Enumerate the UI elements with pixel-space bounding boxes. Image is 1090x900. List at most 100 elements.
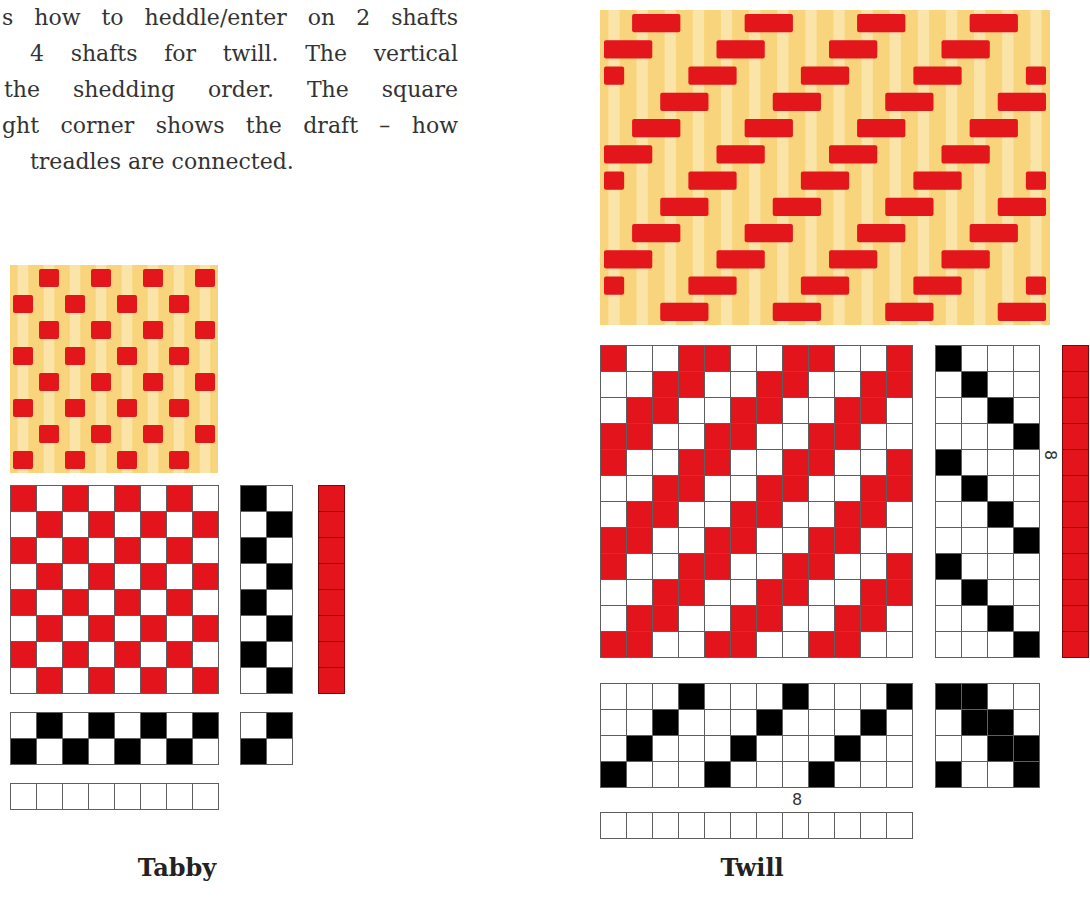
draft-cell [783,398,809,424]
tabby-threading [11,713,219,765]
draft-cell [861,346,887,372]
draft-cell [267,512,293,538]
draft-cell [601,813,627,839]
weft-float [942,250,990,268]
weft-float [801,277,849,295]
weft-float [913,67,961,85]
draft-cell [11,538,37,564]
weft-float [91,373,111,391]
draft-cell [809,372,835,398]
draft-cell [141,713,167,739]
weft-float [801,172,849,190]
repeat-number: 8 [792,791,802,809]
draft-cell [37,538,63,564]
draft-cell [861,813,887,839]
draft-cell [267,564,293,590]
draft-cell [705,450,731,476]
draft-cell [1063,398,1089,424]
intro-text-slot: the shedding order. The square [4,74,458,106]
draft-cell [731,424,757,450]
weft-float [13,399,33,417]
draft-cell [37,486,63,512]
draft-cell [731,346,757,372]
draft-cell [89,616,115,642]
weft-float [91,269,111,287]
draft-cell [601,580,627,606]
draft-cell [887,450,913,476]
draft-cell [835,372,861,398]
draft-cell [167,642,193,668]
draft-cell [679,736,705,762]
draft-cell [241,538,267,564]
draft-cell [757,606,783,632]
draft-cell [1063,424,1089,450]
draft-cell [679,684,705,710]
weft-float [913,277,961,295]
draft-cell [89,784,115,810]
weft-float [13,295,33,313]
draft-cell [319,486,345,512]
draft-cell [241,713,267,739]
draft-cell [757,346,783,372]
warp-thread [1002,10,1013,325]
twill-threading [601,684,913,788]
draft-cell [63,512,89,538]
draft-cell [37,512,63,538]
weft-float [39,373,59,391]
draft-cell [115,590,141,616]
weft-float [717,145,765,163]
draft-cell [757,813,783,839]
repeat-number: 8 [1041,450,1059,460]
draft-cell [809,398,835,424]
draft-cell [1014,424,1040,450]
draft-cell [962,476,988,502]
draft-cell [705,346,731,372]
draft-cell [731,398,757,424]
draft-cell [835,398,861,424]
draft-cell [936,450,962,476]
draft-cell [89,538,115,564]
weft-float [885,198,933,216]
draft-cell [988,736,1014,762]
draft-cell [835,736,861,762]
draft-cell [601,554,627,580]
draft-cell [962,684,988,710]
draft-cell [679,476,705,502]
draft-cell [731,710,757,736]
draft-cell [63,784,89,810]
draft-cell [1063,372,1089,398]
draft-cell [627,424,653,450]
draft-cell [835,813,861,839]
draft-cell [731,813,757,839]
draft-cell [988,502,1014,528]
draft-cell [783,606,809,632]
draft-cell [962,710,988,736]
weft-float [773,198,821,216]
draft-cell [783,450,809,476]
draft-cell [783,580,809,606]
draft-cell [731,450,757,476]
draft-cell [757,528,783,554]
twill-tieup [936,684,1040,788]
draft-cell [783,813,809,839]
draft-cell [1014,346,1040,372]
draft-cell [63,713,89,739]
weft-float [195,269,215,287]
draft-cell [936,528,962,554]
draft-cell [167,590,193,616]
draft-cell [705,736,731,762]
draft-cell [63,538,89,564]
weft-float [1026,277,1046,295]
weft-float [13,347,33,365]
weft-float [632,119,680,137]
draft-cell [962,450,988,476]
draft-cell [835,502,861,528]
weft-float [117,399,137,417]
weft-float [604,277,624,295]
draft-cell [887,736,913,762]
weft-float [65,295,85,313]
draft-cell [679,813,705,839]
draft-cell [1014,606,1040,632]
draft-cell [809,554,835,580]
